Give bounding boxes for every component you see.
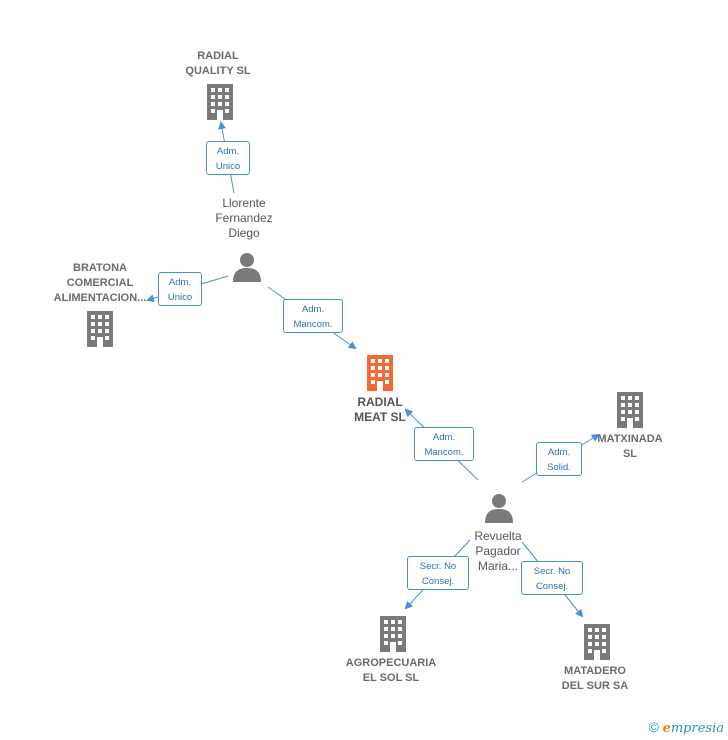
building-icon[interactable] xyxy=(378,616,408,652)
footer-brand[interactable]: © empresia xyxy=(649,719,724,736)
company-label-agropecuaria[interactable]: AGROPECUARIA EL SOL SL xyxy=(345,657,437,684)
brand-name: mpresia xyxy=(670,721,724,736)
person-icon[interactable] xyxy=(232,252,262,282)
relation-tag-llorente-bratona[interactable]: Adm. Unico xyxy=(158,272,202,306)
building-icon[interactable] xyxy=(615,392,645,428)
relation-tag-revuelta-meat[interactable]: Adm. Mancom. xyxy=(414,427,474,461)
relation-tag-revuelta-matadero[interactable]: Secr. No Consej. xyxy=(521,561,583,595)
person-label-revuelta[interactable]: Revuelta Pagador Maria... xyxy=(474,529,522,573)
copyright-symbol: © xyxy=(648,719,659,735)
brand-logo-e: e xyxy=(662,721,671,736)
company-label-matadero[interactable]: MATADERO DEL SUR SA xyxy=(561,665,629,692)
building-icon[interactable] xyxy=(85,311,115,347)
company-label-radial-quality[interactable]: RADIAL QUALITY SL xyxy=(185,50,251,77)
company-label-bratona[interactable]: BRATONA COMERCIAL ALIMENTACION... xyxy=(53,262,147,304)
building-icon[interactable] xyxy=(365,355,395,391)
building-icon[interactable] xyxy=(582,624,612,660)
relation-tag-revuelta-agropecuaria[interactable]: Secr. No Consej. xyxy=(407,556,469,590)
company-label-radial-meat[interactable]: RADIAL MEAT SL xyxy=(354,395,406,424)
company-label-matxinada[interactable]: MATXINADA SL xyxy=(597,433,663,460)
building-icon[interactable] xyxy=(205,84,235,120)
person-label-llorente[interactable]: Llorente Fernandez Diego xyxy=(215,196,273,240)
relation-tag-llorente-meat[interactable]: Adm. Mancom. xyxy=(283,299,343,333)
relation-tag-revuelta-matxinada[interactable]: Adm. Solid. xyxy=(536,442,582,476)
relation-tag-llorente-quality[interactable]: Adm. Unico xyxy=(206,141,250,175)
person-icon[interactable] xyxy=(484,493,514,523)
